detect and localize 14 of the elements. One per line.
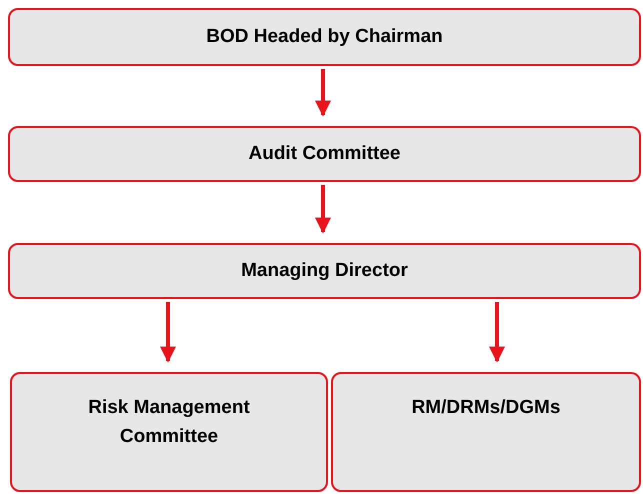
- box-label: Audit Committee: [248, 142, 400, 166]
- org-box: [8, 126, 641, 182]
- box-label: Risk Management Committee: [87, 396, 251, 448]
- box-label: RM/DRMs/DGMs: [412, 396, 560, 420]
- arrow: [315, 69, 331, 117]
- org-box: [8, 243, 641, 299]
- org-box: [331, 372, 641, 492]
- box-label: BOD Headed by Chairman: [206, 24, 443, 49]
- arrow: [160, 302, 176, 363]
- box-label: Managing Director: [241, 258, 408, 283]
- arrow: [489, 302, 505, 363]
- org-box: [8, 8, 641, 66]
- org-box: [10, 372, 328, 492]
- arrow: [315, 185, 331, 234]
